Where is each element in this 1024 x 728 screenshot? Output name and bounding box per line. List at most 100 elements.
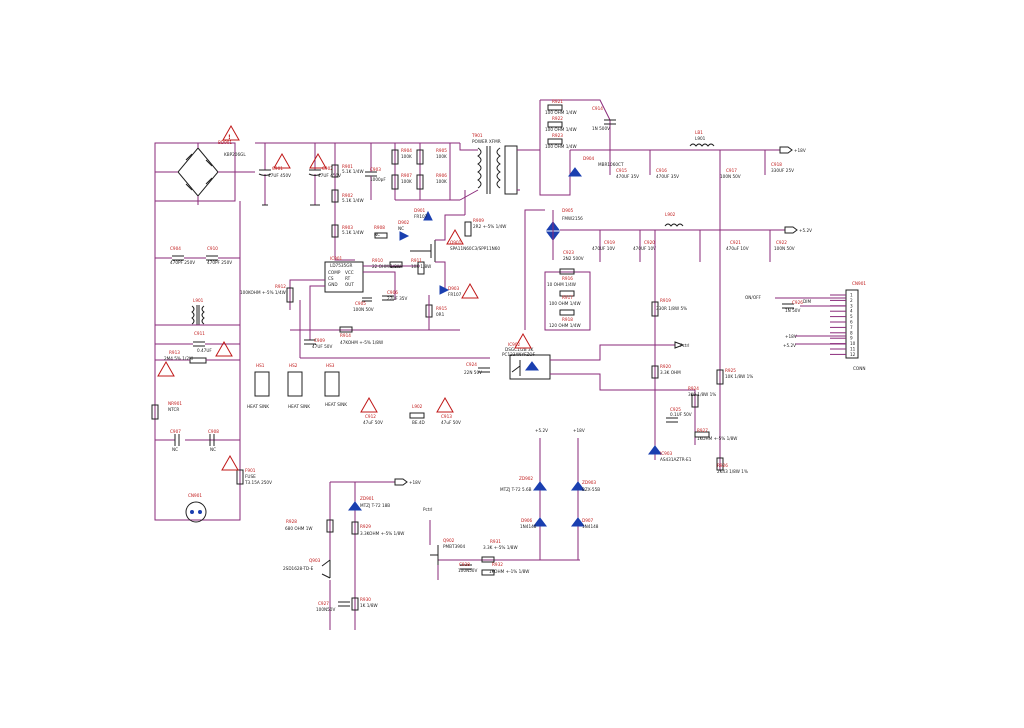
- schematic-label: C926: [792, 300, 803, 305]
- schematic-label: 2M4 5% 1/2W: [164, 356, 193, 361]
- schematic-label: D905: [562, 208, 574, 213]
- schematic-label: FMW2156: [562, 216, 583, 221]
- schematic-label: L902: [665, 212, 676, 217]
- schematic-label: SPA11N60C3/SPP11N60: [450, 246, 500, 251]
- schematic-label: R909: [473, 218, 484, 223]
- connector-pin-label: 1: [850, 293, 853, 298]
- schematic-label: R917: [562, 295, 573, 300]
- schematic-label: C904: [170, 246, 181, 251]
- schematic-label: C908: [208, 429, 219, 434]
- schematic-label: D907: [582, 518, 594, 523]
- schematic-label: T3.15A 250V: [244, 480, 272, 485]
- schematic-label: ON/OFF: [745, 295, 762, 300]
- schematic-label: 2N2 500V: [563, 256, 584, 261]
- schematic-label: ZD902: [519, 476, 533, 481]
- schematic-label: C913: [441, 414, 452, 419]
- schematic-label: PMBT3904: [443, 544, 466, 549]
- schematic-label: FR107: [414, 214, 428, 219]
- schematic-label: C909: [314, 338, 325, 343]
- schematic-label: BE.4D: [412, 420, 425, 425]
- schematic-label: R932: [492, 562, 503, 567]
- bd901-ref: BD901: [218, 140, 232, 145]
- schematic-label: 470UF 10V: [592, 246, 615, 251]
- safety-warning-icon: [514, 332, 532, 349]
- bd901-value: KBP206GL: [224, 152, 246, 157]
- schematic-label: ZD901: [360, 496, 374, 501]
- schematic-label: C918: [771, 162, 782, 167]
- schematic-label: R922: [552, 116, 563, 121]
- schematic-label: 1N4148: [520, 524, 537, 529]
- schematic-label: R926: [717, 463, 728, 468]
- schematic-label: R908: [374, 225, 385, 230]
- schematic-label: 470PF 250V: [170, 260, 195, 265]
- schematic-label: RT: [345, 276, 351, 281]
- schematic-label: 100 OHM 1/4W: [545, 144, 577, 149]
- schematic-label: 330UF 25V: [771, 168, 794, 173]
- schematic-label: NC: [210, 447, 216, 452]
- schematic-label: 100N 50V: [720, 174, 741, 179]
- schematic-label: 1KOHM +-5% 1/8W: [697, 436, 737, 441]
- schematic-label: 1N4148: [582, 524, 599, 529]
- schematic-label: C921: [730, 240, 741, 245]
- schematic-label: C907: [170, 429, 181, 434]
- schematic-label: NC: [172, 447, 178, 452]
- schematic-label: R924: [688, 386, 699, 391]
- schematic-label: C916: [656, 168, 667, 173]
- connector-pin-label: 8: [850, 330, 853, 335]
- c902-ref: C902: [322, 166, 333, 171]
- schematic-label: Q903: [309, 558, 321, 563]
- schematic-label: OUT: [345, 282, 354, 287]
- schematic-label: R913: [169, 350, 180, 355]
- schematic-label: 470uF 10V: [726, 246, 749, 251]
- schematic-label: 3.3KOHM +-5% 1/8W: [360, 531, 404, 536]
- pwm-controller-ic901: IC901 LD7535GR COMP CS GND VCC RT OUT: [289, 256, 420, 340]
- schematic-label: D906: [521, 518, 533, 523]
- bridge-rectifier: BD901 KBP206GL !: [154, 124, 255, 205]
- schematic-label: R927: [697, 428, 708, 433]
- schematic-label: R916: [562, 276, 573, 281]
- schematic-label: IC903: [660, 451, 672, 456]
- schematic-label: NR901: [168, 401, 182, 406]
- mosfet-q901: Q901 SPA11N60C3/SPP11N60: [410, 214, 500, 290]
- schematic-label: 470PF 250V: [207, 260, 232, 265]
- schematic-label: 10K 1/8W 1%: [725, 374, 753, 379]
- safety-warning-icon: [461, 282, 479, 299]
- schematic-label: D901: [414, 208, 426, 213]
- schematic-label: 100K: [401, 179, 412, 184]
- schematic-label: HS2: [289, 363, 298, 368]
- schematic-label: Q901: [450, 240, 462, 245]
- schematic-label: +5.2V: [799, 228, 812, 233]
- connector-pin-label: 2: [850, 298, 853, 303]
- schematic-label: R929: [360, 524, 371, 529]
- connector-pin-label: 6: [850, 320, 853, 325]
- schematic-label: D902: [398, 220, 410, 225]
- safety-warning-icon: [221, 454, 239, 471]
- schematic-label: 100 OHM 1/4W: [545, 110, 577, 115]
- schematic-label: +18V: [409, 480, 421, 485]
- safety-warning-icon: [360, 396, 378, 413]
- schematic-label: NC: [398, 226, 404, 231]
- schematic-label: CONN: [853, 366, 866, 371]
- schematic-label: HS1: [256, 363, 265, 368]
- schematic-label: 2K43 1/8W 1%: [717, 469, 748, 474]
- schematic-label: AS431AZTR-E1: [660, 457, 692, 462]
- schematic-label: 22N 50V: [464, 370, 482, 375]
- schematic-label: R911: [411, 258, 422, 263]
- schematic-label: C915: [616, 168, 627, 173]
- schematic-label: +18V: [573, 428, 585, 433]
- schematic-label: F901: [245, 468, 256, 473]
- schematic-label: 47UF 50V: [312, 344, 332, 349]
- bulk-capacitors: C901 47UF 450V C902 47UF 450V: [255, 142, 460, 206]
- schematic-label: L901: [695, 136, 706, 141]
- schematic-label: FUSE: [245, 474, 256, 479]
- schematic-label: T901: [471, 133, 483, 138]
- schematic-label: R905: [436, 148, 447, 153]
- schematic-label: 3.3K +-5% 1/8W: [483, 545, 518, 550]
